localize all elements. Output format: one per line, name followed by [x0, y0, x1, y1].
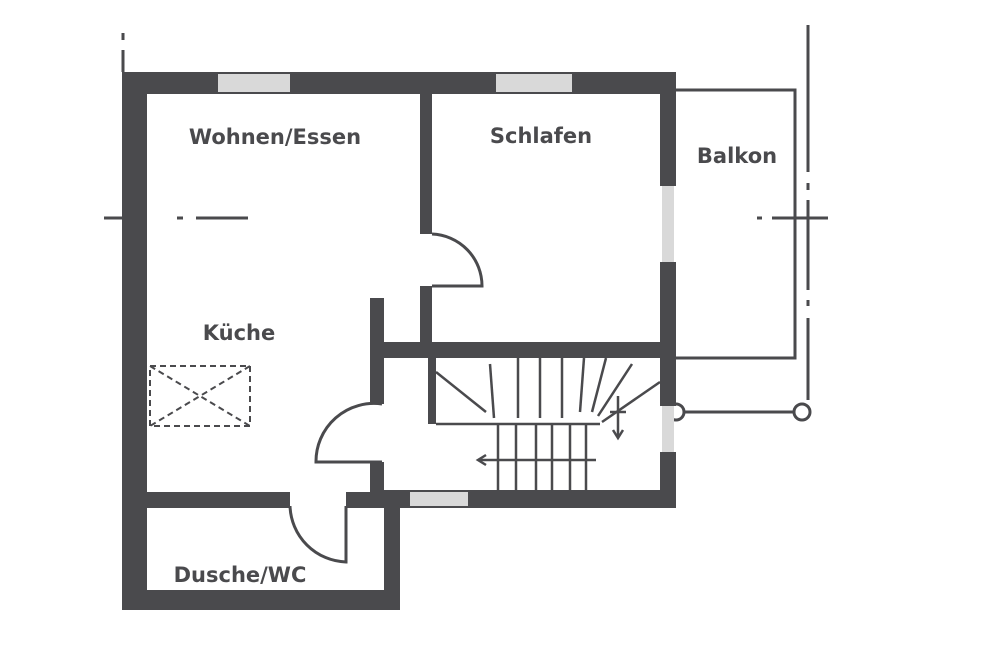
wall-bottom-bath [122, 590, 400, 610]
label-dusche-wc: Dusche/WC [174, 563, 307, 587]
wall-kitchen-bath-1 [122, 492, 290, 508]
door-sleep [431, 232, 484, 288]
label-kueche: Küche [203, 321, 276, 345]
balcony-outline [674, 88, 797, 360]
kitchen-counter [149, 365, 251, 427]
window-sleep-right [662, 186, 674, 262]
window-sleep [496, 74, 572, 92]
wall-right-mid [660, 262, 676, 406]
room-labels: Wohnen/Essen Schlafen Balkon Küche Dusch… [174, 124, 777, 587]
wall-stair-inner [428, 358, 436, 424]
wall-living-sleep-1 [420, 72, 432, 234]
wall-living-sleep-2 [420, 286, 432, 346]
window-stair-bottom [410, 492, 468, 506]
door-hall [314, 401, 383, 464]
window-stair-right [662, 406, 674, 452]
wall-top [122, 72, 676, 94]
door-bath [288, 505, 348, 564]
label-balkon: Balkon [697, 144, 777, 168]
label-wohnen-essen: Wohnen/Essen [189, 125, 361, 149]
wall-right-upper [660, 72, 676, 186]
staircase [435, 357, 661, 490]
window-living [218, 74, 290, 92]
wall-bath-right [384, 492, 400, 610]
wall-hall-upper [370, 298, 384, 404]
wall-hall-lower [370, 462, 384, 506]
label-schlafen: Schlafen [490, 124, 592, 148]
wall-left [122, 72, 147, 610]
wall-above-stairs [384, 342, 676, 358]
windows [218, 74, 674, 506]
section-marker-right [792, 402, 812, 422]
doors [288, 232, 484, 564]
